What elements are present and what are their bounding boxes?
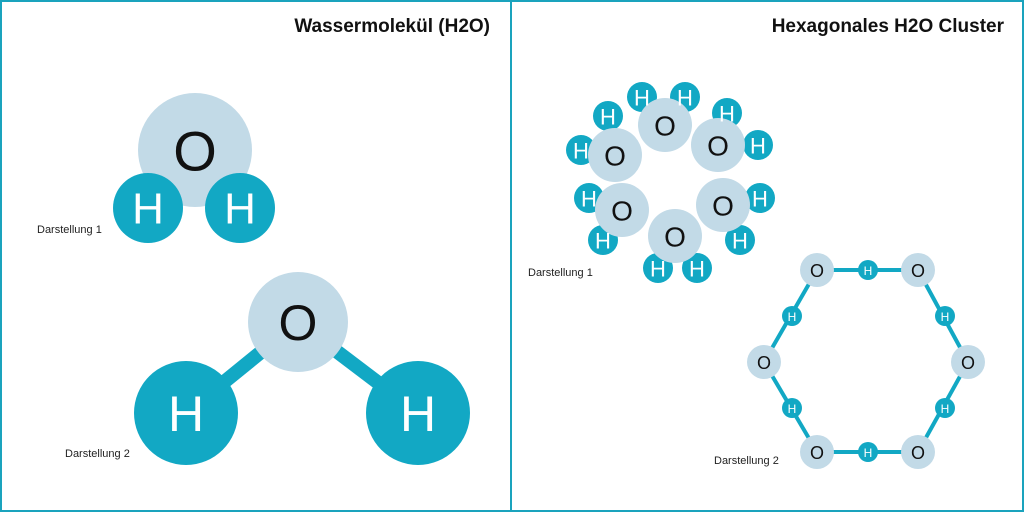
hydrogen-atom [366,361,470,465]
atom-label: O [664,222,686,253]
atom-label: O [810,443,824,463]
atom-label: H [634,86,650,111]
atom-label: H [752,187,768,212]
atom-label: H [581,187,597,212]
atom-label: H [132,185,164,234]
atom-label: O [911,261,925,281]
left-panel-title: Wassermolekül (H2O) [294,16,490,37]
atom-label: O [712,191,734,222]
hydrogen-atom [134,361,238,465]
atom-label: H [573,139,589,164]
hydrogen-atom [858,442,878,462]
oxygen-atom [588,128,642,182]
oxygen-atom [800,253,834,287]
hydrogen-atom [935,306,955,326]
oxygen-atom [248,272,348,372]
atom-label: H [168,386,204,442]
oxygen-atom [691,118,745,172]
oxygen-atom [901,253,935,287]
right-caption-1: Darstellung 1 [528,267,593,279]
atom-label: H [732,229,748,254]
oxygen-atom [901,435,935,469]
atom-label: O [961,353,975,373]
oxygen-atom [648,209,702,263]
hydrogen-atom [782,306,802,326]
atom-label: H [750,134,766,159]
oxygen-atom [638,98,692,152]
atom-label: H [650,257,666,282]
atom-label: O [757,353,771,373]
hydrogen-atom [935,398,955,418]
hydrogen-atom [782,398,802,418]
atom-label: H [864,446,873,460]
atom-label: O [611,196,633,227]
hydrogen-atom [725,225,755,255]
atom-label: H [600,105,616,130]
atom-label: H [864,264,873,278]
atom-label: H [689,257,705,282]
hydrogen-atom [858,260,878,280]
atom-label: H [941,310,950,324]
left-caption-2: Darstellung 2 [65,448,130,460]
atom-label: O [654,111,676,142]
atom-label: O [604,141,626,172]
atom-label: O [707,131,729,162]
atom-label: O [911,443,925,463]
atom-label: H [719,102,735,127]
atom-label: O [173,120,217,183]
oxygen-atom [800,435,834,469]
oxygen-atom [595,183,649,237]
atom-label: H [595,229,611,254]
atom-label: H [677,86,693,111]
atom-label: H [400,386,436,442]
hydrogen-atom [682,253,712,283]
hydrogen-atom [113,173,183,243]
hydrogen-atom [593,101,623,131]
oxygen-atom [747,345,781,379]
hydrogen-atom [743,130,773,160]
hydrogen-atom [745,183,775,213]
atom-label: H [224,185,256,234]
right-panel-title: Hexagonales H2O Cluster [771,16,1004,37]
oxygen-atom [696,178,750,232]
atom-label: H [788,402,797,416]
right-caption-2: Darstellung 2 [714,455,779,467]
atom-label: H [788,310,797,324]
atom-label: H [941,402,950,416]
atom-label: O [279,295,318,351]
left-caption-1: Darstellung 1 [37,224,102,236]
atom-label: O [810,261,824,281]
hydrogen-atom [205,173,275,243]
oxygen-atom [951,345,985,379]
